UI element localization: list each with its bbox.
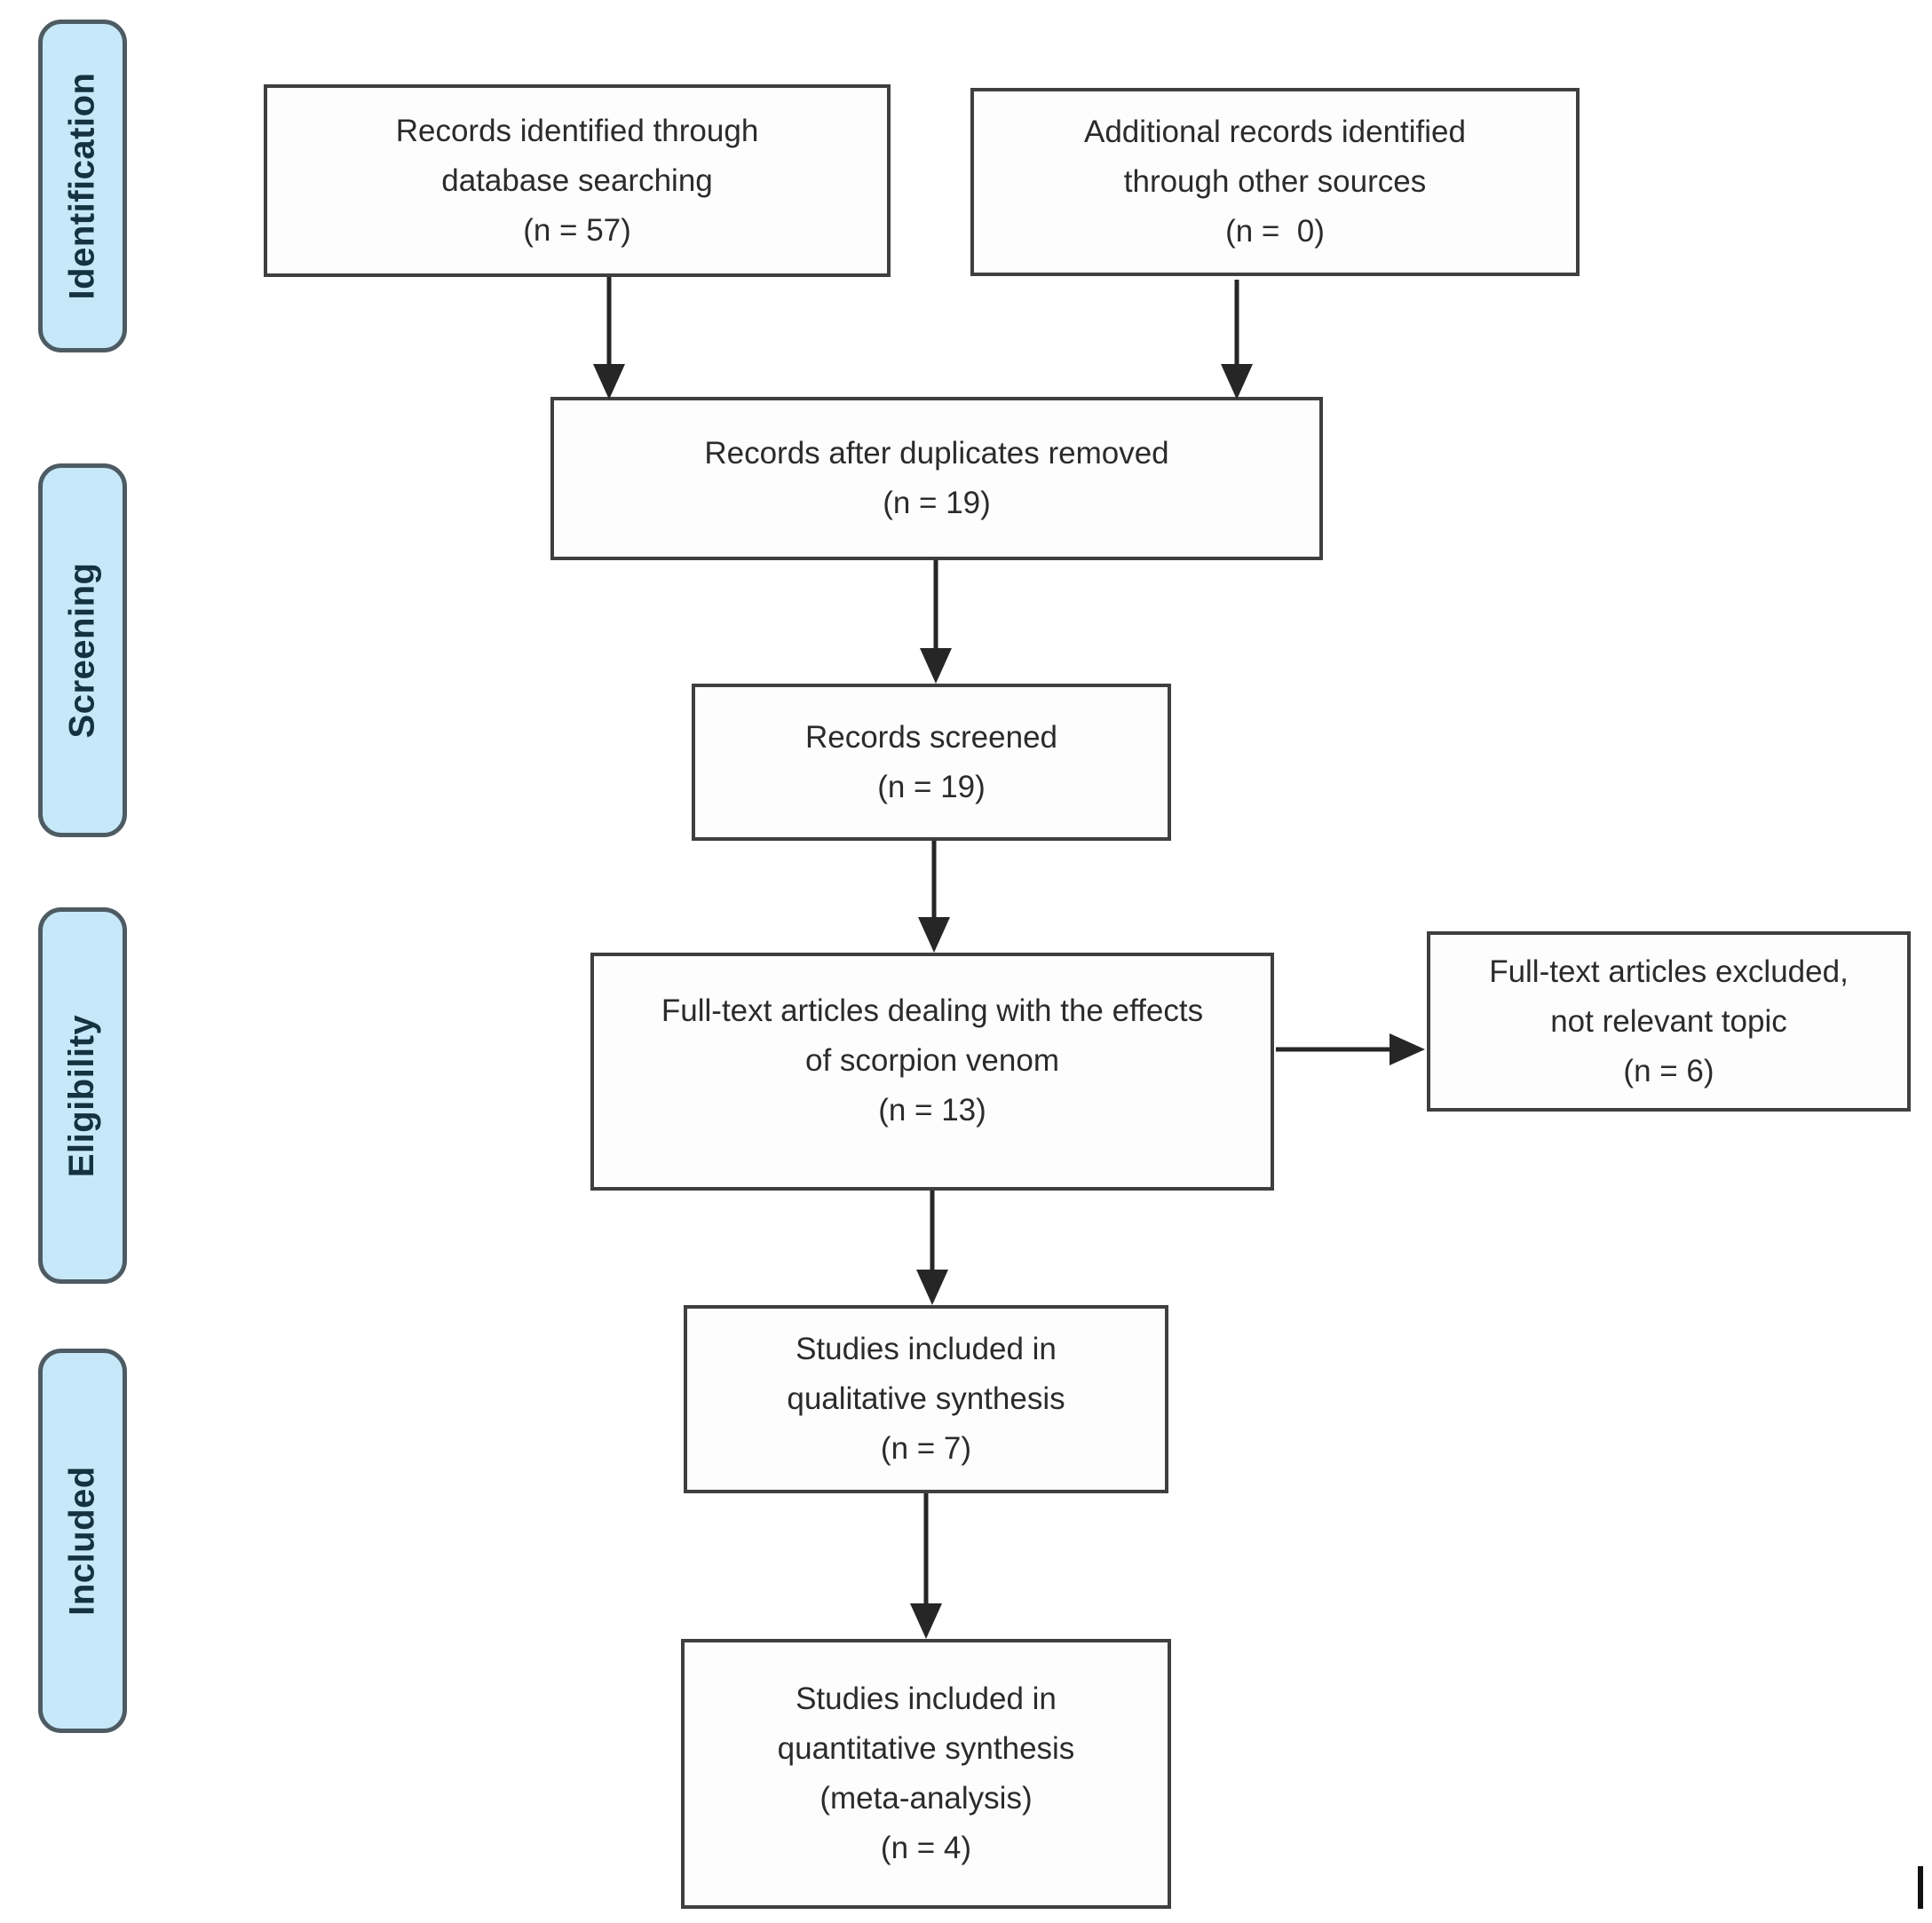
stage-included: Included xyxy=(38,1349,127,1733)
box-fulltext-assessed: Full-text articles dealing with the effe… xyxy=(590,953,1274,1191)
arrow-qualitative-to-quantitative xyxy=(910,1493,942,1639)
box-records-identified: Records identified through database sear… xyxy=(264,84,891,277)
box-quantitative-synthesis: Studies included in quantitative synthes… xyxy=(681,1639,1171,1909)
box-additional-records: Additional records identified through ot… xyxy=(970,88,1580,276)
arrow-additional-to-duplicates xyxy=(1221,280,1253,400)
box-fulltext-excluded: Full-text articles excluded, not relevan… xyxy=(1427,931,1911,1112)
stage-included-label: Included xyxy=(62,1466,102,1616)
arrow-duplicates-to-screened xyxy=(920,560,952,684)
stage-identification-label: Identification xyxy=(62,72,102,300)
stage-screening-label: Screening xyxy=(62,562,102,739)
stage-identification: Identification xyxy=(38,20,127,352)
arrow-fulltext-to-qualitative xyxy=(916,1191,948,1305)
arrow-screened-to-fulltext xyxy=(918,841,950,953)
stage-screening: Screening xyxy=(38,463,127,837)
box-records-screened: Records screened (n = 19) xyxy=(692,684,1171,841)
arrow-fulltext-to-excluded xyxy=(1276,1033,1425,1065)
box-qualitative-synthesis: Studies included in qualitative synthesi… xyxy=(684,1305,1168,1493)
stage-eligibility-label: Eligibility xyxy=(62,1014,102,1177)
box-records-after-duplicates: Records after duplicates removed (n = 19… xyxy=(550,397,1323,560)
stage-eligibility: Eligibility xyxy=(38,907,127,1284)
arrow-identified-to-duplicates xyxy=(593,277,625,400)
text-cursor-artifact xyxy=(1918,1866,1923,1909)
